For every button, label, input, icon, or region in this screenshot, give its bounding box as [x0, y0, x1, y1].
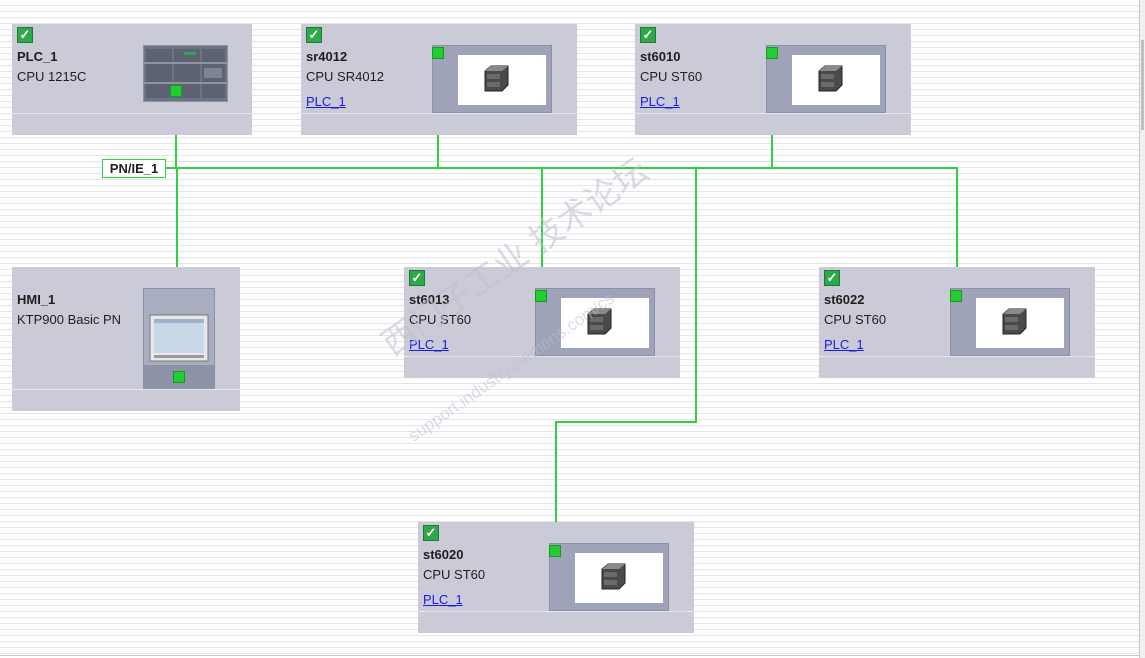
profinet-port[interactable]	[549, 545, 561, 557]
cpu-module-icon	[815, 63, 845, 93]
device-st6010[interactable]: ✓ st6010 CPU ST60 PLC_1	[635, 24, 911, 135]
device-footer	[819, 356, 1095, 378]
plc-link[interactable]: PLC_1	[640, 94, 680, 109]
checkmark-icon: ✓	[640, 27, 656, 43]
device-name: PLC_1	[17, 49, 57, 64]
checkmark-icon: ✓	[306, 27, 322, 43]
network-line[interactable]	[176, 167, 178, 278]
cpu-module-frame	[535, 288, 655, 356]
profinet-port[interactable]	[766, 47, 778, 59]
network-line[interactable]	[555, 421, 697, 423]
device-header	[404, 267, 680, 288]
device-header	[819, 267, 1095, 288]
cpu-module-panel	[458, 55, 546, 105]
device-footer	[418, 611, 694, 633]
cpu-module-panel	[561, 298, 649, 348]
checkmark-icon: ✓	[824, 270, 840, 286]
cpu-module-icon	[584, 306, 614, 336]
checkmark-icon: ✓	[17, 27, 33, 43]
device-type: CPU ST60	[824, 312, 886, 327]
device-name: HMI_1	[17, 292, 55, 307]
cpu-module-panel	[976, 298, 1064, 348]
profinet-port[interactable]	[950, 290, 962, 302]
device-type: CPU ST60	[409, 312, 471, 327]
device-name: sr4012	[306, 49, 347, 64]
device-footer	[635, 113, 911, 135]
plc-module-image	[143, 45, 228, 102]
device-type: CPU ST60	[423, 567, 485, 582]
profinet-port[interactable]	[432, 47, 444, 59]
network-line[interactable]	[695, 167, 697, 423]
cpu-module-icon	[481, 63, 511, 93]
device-sr4012[interactable]: ✓ sr4012 CPU SR4012 PLC_1	[301, 24, 577, 135]
plc-link[interactable]: PLC_1	[824, 337, 864, 352]
subnet-label[interactable]: PN/IE_1	[102, 159, 166, 178]
device-footer	[12, 113, 252, 135]
cpu-module-frame	[549, 543, 669, 611]
profinet-port[interactable]	[170, 85, 182, 97]
checkmark-icon: ✓	[423, 525, 439, 541]
device-st6013[interactable]: ✓ st6013 CPU ST60 PLC_1	[404, 267, 680, 378]
cpu-module-frame	[766, 45, 886, 113]
device-hmi-1[interactable]: HMI_1 KTP900 Basic PN	[12, 267, 240, 411]
device-footer	[301, 113, 577, 135]
plc-link[interactable]: PLC_1	[423, 592, 463, 607]
device-header	[635, 24, 911, 45]
device-name: st6022	[824, 292, 864, 307]
device-name: st6020	[423, 547, 463, 562]
cpu-module-frame	[432, 45, 552, 113]
device-header	[12, 24, 252, 45]
device-st6022[interactable]: ✓ st6022 CPU ST60 PLC_1	[819, 267, 1095, 378]
cpu-module-panel	[575, 553, 663, 603]
cpu-module-frame	[950, 288, 1070, 356]
device-header	[301, 24, 577, 45]
device-st6020[interactable]: ✓ st6020 CPU ST60 PLC_1	[418, 522, 694, 633]
plc-link[interactable]: PLC_1	[306, 94, 346, 109]
device-type: KTP900 Basic PN	[17, 312, 121, 327]
device-type: CPU ST60	[640, 69, 702, 84]
device-footer	[12, 389, 240, 411]
plc-hardware-icon	[144, 46, 227, 101]
device-plc-1[interactable]: ✓ PLC_1 CPU 1215C	[12, 24, 252, 135]
cpu-module-panel	[792, 55, 880, 105]
cpu-module-icon	[598, 561, 628, 591]
device-footer	[404, 356, 680, 378]
profinet-port[interactable]	[173, 371, 185, 383]
plc-link[interactable]: PLC_1	[409, 337, 449, 352]
device-type: CPU SR4012	[306, 69, 384, 84]
device-type: CPU 1215C	[17, 69, 86, 84]
device-header	[12, 267, 240, 288]
vertical-scrollbar[interactable]	[1139, 0, 1145, 658]
device-name: st6010	[640, 49, 680, 64]
scrollbar-thumb[interactable]	[1141, 40, 1144, 130]
device-name: st6013	[409, 292, 449, 307]
canvas-bottom-border	[0, 655, 1140, 656]
cpu-module-icon	[999, 306, 1029, 336]
network-line[interactable]	[166, 167, 958, 169]
device-header	[418, 522, 694, 543]
checkmark-icon: ✓	[409, 270, 425, 286]
profinet-port[interactable]	[535, 290, 547, 302]
